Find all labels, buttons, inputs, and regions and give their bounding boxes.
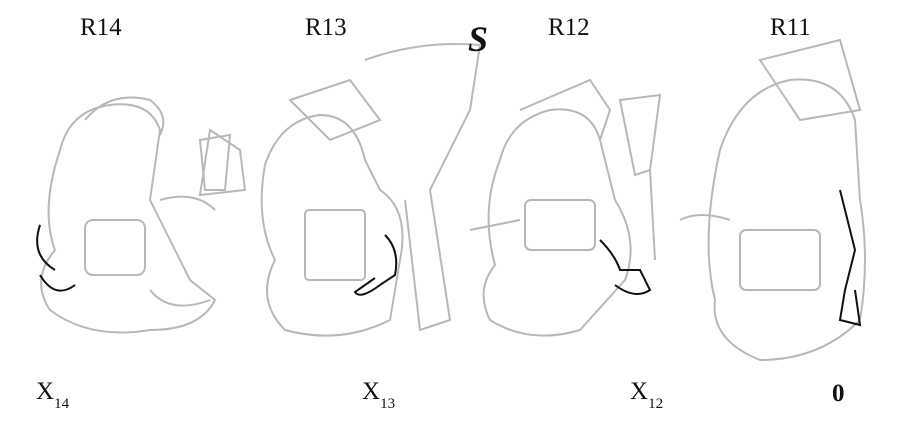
- label-x14: X14: [36, 378, 69, 412]
- label-x13-sub: 13: [380, 396, 396, 412]
- label-x14-base: X: [36, 378, 55, 405]
- label-x13: X13: [362, 378, 395, 412]
- figure-r13: [198, 43, 482, 337]
- label-r13: R13: [305, 14, 347, 41]
- label-x12-base: X: [630, 378, 649, 405]
- label-x12: X12: [630, 378, 663, 412]
- highlighted-hands: [36, 189, 862, 327]
- label-s: S: [468, 19, 489, 59]
- label-r14: R14: [80, 14, 122, 41]
- figure-r11: [679, 38, 866, 362]
- label-zero: 0: [832, 380, 845, 407]
- label-x14-sub: 14: [54, 396, 70, 412]
- label-x12-sub: 12: [648, 396, 664, 412]
- label-r12: R12: [548, 14, 590, 41]
- figure-r14: [40, 96, 232, 334]
- label-r11: R11: [770, 14, 811, 41]
- label-x13-base: X: [362, 378, 381, 405]
- figure-r12: [469, 78, 662, 337]
